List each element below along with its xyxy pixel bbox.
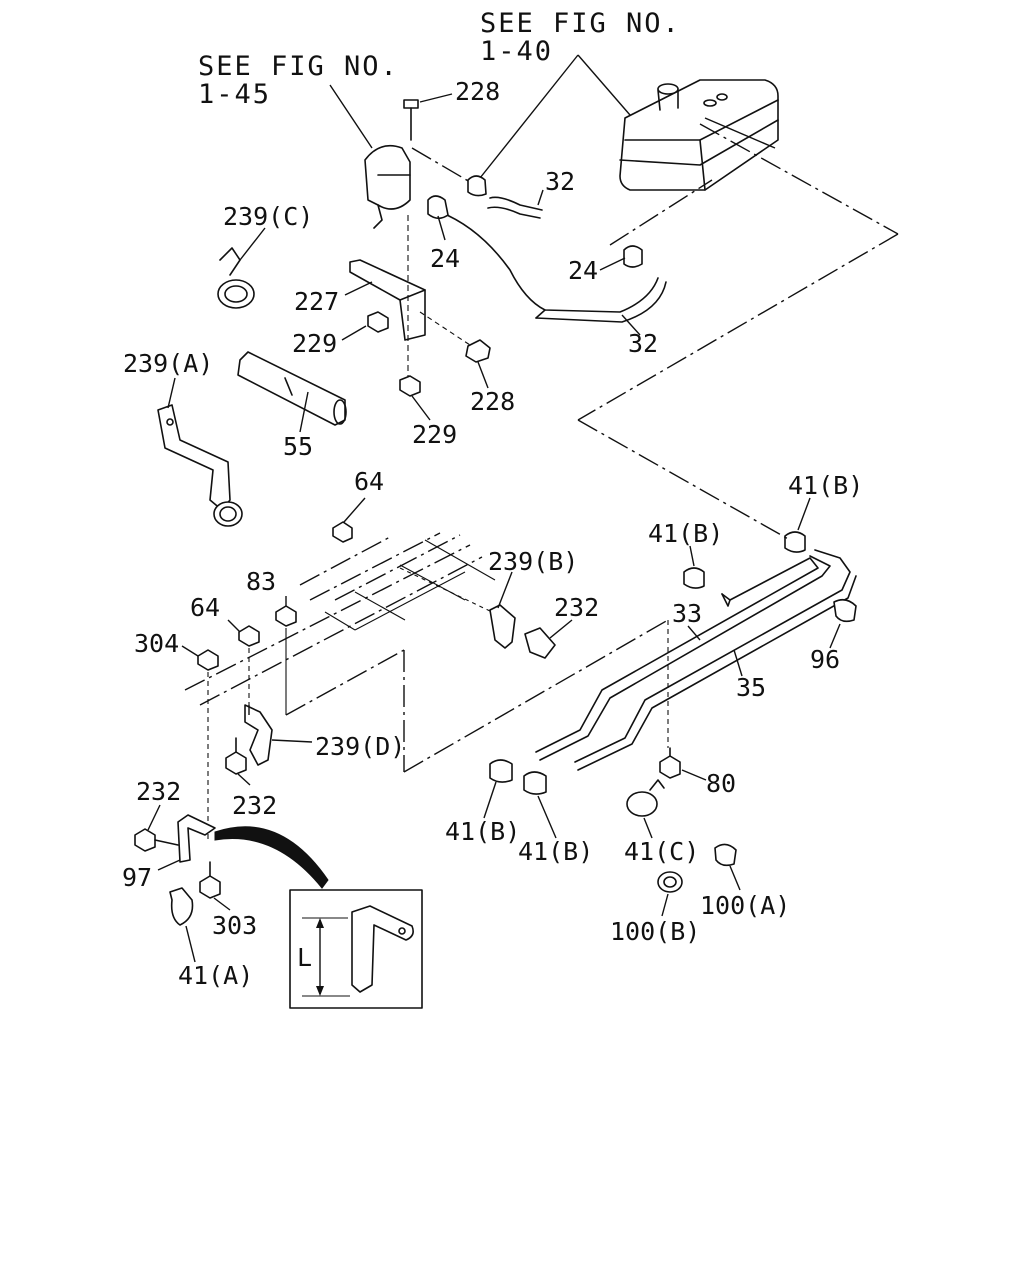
nut-83 — [275, 605, 297, 715]
nut-229-lower — [399, 375, 421, 397]
label-239a: 239(A) — [123, 349, 213, 378]
label-32-top: 32 — [545, 167, 575, 196]
clamp-41b-mid — [683, 567, 705, 589]
label-83: 83 — [246, 567, 276, 596]
label-41c: 41(C) — [624, 837, 699, 866]
bolt-80 — [659, 620, 681, 779]
label-232-mid: 232 — [232, 791, 277, 820]
label-24-left: 24 — [430, 244, 460, 273]
bolt-232-left — [134, 828, 179, 852]
clamp-96 — [833, 598, 857, 623]
label-80: 80 — [706, 769, 736, 798]
fuel-tank-drawing — [619, 79, 779, 191]
bracket-239d-drawing — [244, 704, 313, 766]
label-232-left: 232 — [136, 777, 181, 806]
see-fig-1-45-line1: SEE FIG NO. — [198, 51, 399, 82]
see-fig-1-40-line2: 1-40 — [480, 36, 553, 67]
nut-304 — [197, 649, 219, 840]
leader-lines — [147, 93, 841, 963]
label-41b-low2: 41(B) — [518, 837, 593, 866]
bolt-232-right — [524, 627, 556, 659]
label-303: 303 — [212, 911, 257, 940]
part-labels: 228 32 24 24 32 239(C) 227 229 228 229 2… — [122, 77, 863, 990]
label-41b-low1: 41(B) — [445, 817, 520, 846]
clamp-41c-drawing — [626, 779, 665, 817]
clamp-top-tank — [467, 175, 487, 197]
see-fig-1-45-line2: 1-45 — [198, 79, 271, 110]
bolt-232-mid — [225, 737, 247, 775]
label-96: 96 — [810, 645, 840, 674]
label-229-upper: 229 — [292, 329, 337, 358]
label-304: 304 — [134, 629, 179, 658]
fuel-line-33-drawing — [535, 555, 831, 761]
label-32-bottom: 32 — [628, 329, 658, 358]
hose-32-lower — [439, 211, 667, 323]
see-fig-1-40-line1: SEE FIG NO. — [480, 8, 681, 39]
label-227: 227 — [294, 287, 339, 316]
hose-32-upper — [487, 196, 543, 219]
bracket-239b-drawing — [399, 567, 516, 649]
clamp-41b-low1 — [489, 759, 513, 783]
fuel-filter-drawing — [364, 99, 419, 229]
clamp-100b — [657, 871, 683, 893]
see-fig-1-40-note: SEE FIG NO. 1-40 — [479, 8, 681, 179]
label-64-left: 64 — [190, 593, 220, 622]
label-228-lower: 228 — [470, 387, 515, 416]
clamp-24-left — [427, 195, 449, 220]
detail-arrow — [214, 826, 329, 889]
fuel-line-35-drawing — [574, 549, 857, 771]
label-239c: 239(C) — [223, 202, 313, 231]
label-41b-top: 41(B) — [788, 471, 863, 500]
label-24-right: 24 — [568, 256, 598, 285]
label-55: 55 — [283, 432, 313, 461]
label-41b-mid: 41(B) — [648, 519, 723, 548]
label-239d: 239(D) — [315, 732, 405, 761]
dimension-l-label: L — [297, 943, 312, 972]
detail-box: L — [289, 889, 423, 1009]
label-64-top: 64 — [354, 467, 384, 496]
nut-64-top — [332, 521, 353, 543]
clamp-239c-drawing — [217, 247, 255, 309]
see-fig-1-45-note: SEE FIG NO. 1-45 — [198, 51, 399, 149]
label-97: 97 — [122, 863, 152, 892]
clamp-41b-low2 — [523, 771, 547, 795]
clamp-100a — [714, 843, 737, 867]
label-232-right: 232 — [554, 593, 599, 622]
sleeve-55-drawing — [237, 351, 347, 426]
routing-chain-lines — [248, 123, 899, 773]
clamp-41a-drawing — [169, 887, 194, 926]
bracket-97-drawing — [177, 814, 216, 863]
bolt-303 — [199, 861, 221, 899]
clamp-24-right — [623, 245, 643, 268]
bracket-227-drawing — [349, 215, 471, 390]
label-229-lower: 229 — [412, 420, 457, 449]
clamp-41b-top — [784, 531, 806, 553]
frame-rail-reference — [184, 532, 496, 706]
label-35: 35 — [736, 673, 766, 702]
label-239b: 239(B) — [488, 547, 578, 576]
nut-64-left — [238, 625, 260, 715]
bolt-228-lower — [465, 339, 491, 363]
label-228-top: 228 — [455, 77, 500, 106]
label-100a: 100(A) — [700, 891, 790, 920]
nut-229-upper — [367, 311, 389, 333]
label-33: 33 — [672, 599, 702, 628]
bracket-239a-drawing — [157, 404, 243, 527]
label-100b: 100(B) — [610, 917, 700, 946]
label-41a: 41(A) — [178, 961, 253, 990]
